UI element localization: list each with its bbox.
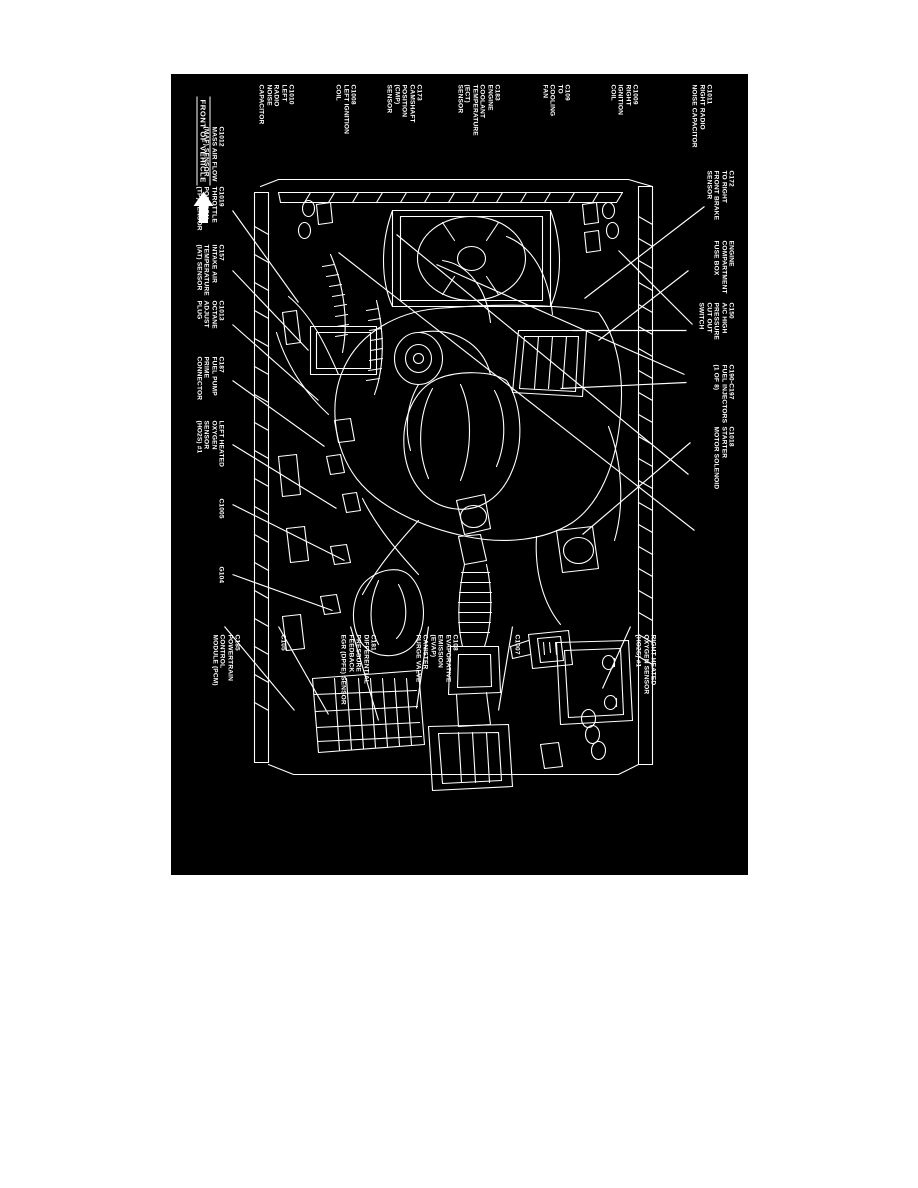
callout-c183: C183 ENGINE COOLANT TEMPERATURE (ECT) SE…: [455, 84, 500, 136]
callout-engine-compartment-fuse-box: ENGINE COMPARTMENT FUSE BOX: [712, 240, 734, 294]
callout-c1008: C1008 LEFT IGNITION COIL: [334, 84, 356, 134]
engine-compartment-artwork: [253, 178, 653, 791]
front-of-vehicle-marker: FRONT OF VEHICLE: [192, 96, 214, 224]
callout-g104: G104: [217, 566, 224, 583]
callout-c108: C108 EVAPORATIVE EMISSION (EVAP) CANISTE…: [413, 634, 458, 682]
callout-c1018: C1018 STARTER MOTOR SOLENOID: [712, 426, 734, 489]
callout-c187: C187 FUEL PUMP PRIME CONNECTOR: [194, 356, 224, 400]
diagram-plate: C172 TO RIGHT FRONT BRAKE SENSOR ENGINE …: [171, 74, 748, 875]
callout-c190-c197: C190-C197 FUEL INJECTORS (1 OF 8): [712, 364, 734, 423]
callout-c1005: C1005: [217, 498, 224, 519]
callout-c1011: C1011 RIGHT RADIO NOISE CAPACITOR: [690, 84, 712, 148]
callout-c181: C181 DIFFERENTIAL PRESSURE FEEDBACK EGR …: [339, 634, 376, 705]
callout-c150: C150 A/C HIGH PRESSURE CUT OUT SWITCH: [697, 302, 734, 340]
callout-c1009: C1009 RIGHT IGNITION COIL: [608, 84, 638, 115]
callout-c173: C173 CAMSHAFT POSITION (CMP) SENSOR: [385, 84, 422, 123]
callout-c1010: C1010 LEFT RADIO NOISE CAPACITOR: [257, 84, 294, 124]
callout-c172: C172 TO RIGHT FRONT BRAKE SENSOR: [704, 170, 734, 220]
callout-c1007: C1007: [513, 634, 520, 655]
callout-left-heated-oxygen-sensor: LEFT HEATED OXYGEN SENSOR (HO2S) #1: [194, 420, 224, 467]
callout-c157: C157 INTAKE AIR TEMPERATURE (IAT) SENSOR: [194, 244, 224, 296]
callout-c105: C105: [279, 634, 286, 651]
diagram-rotated-layer: C172 TO RIGHT FRONT BRAKE SENSOR ENGINE …: [171, 74, 748, 875]
left-arrow-icon: [193, 191, 213, 223]
front-of-vehicle-label: FRONT OF VEHICLE: [196, 96, 210, 186]
callout-right-heated-oxygen-sensor: RIGHT HEATED OXYGEN SENSOR (HO2S) #1: [634, 634, 656, 694]
callout-c185: C185 POWERTRAIN CONTROL MODULE (PCM): [210, 634, 240, 686]
callout-c1013: C1013 OCTANE ADJUST PLUG: [194, 300, 224, 329]
callout-c109: C109 TO COOLING FAN: [540, 84, 570, 116]
